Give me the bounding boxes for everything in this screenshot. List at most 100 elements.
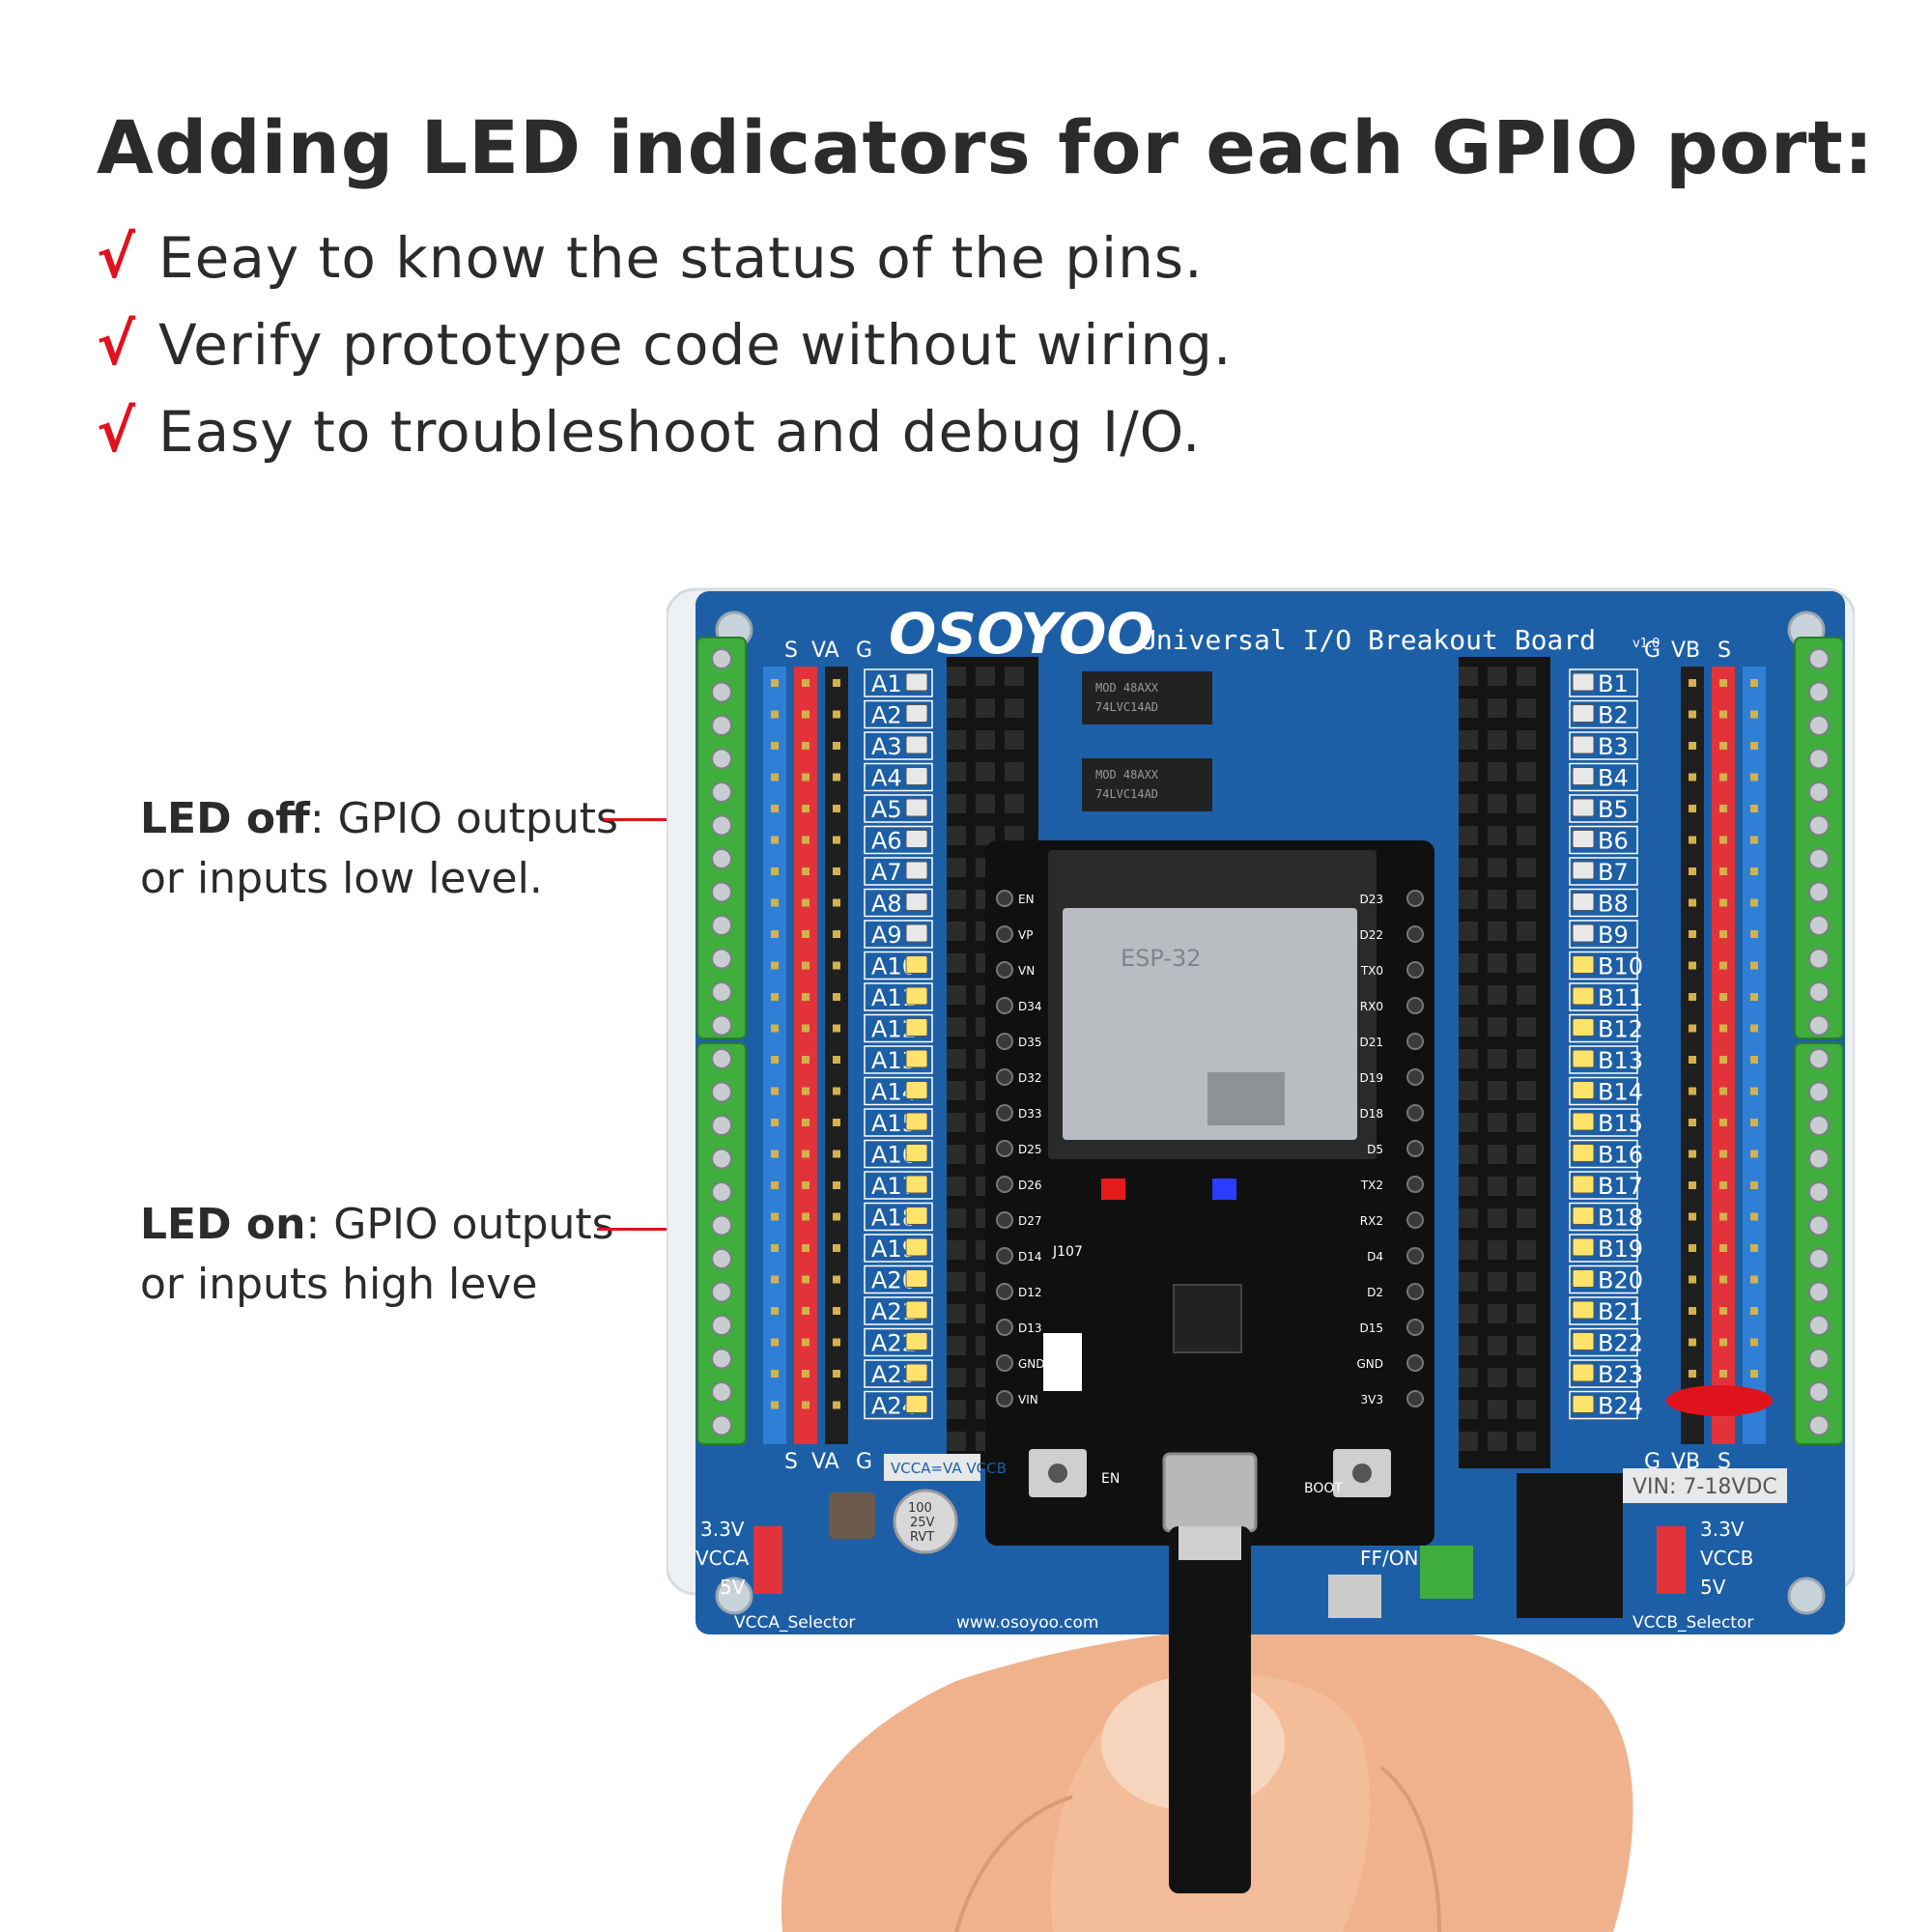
- header-vb-right-signal: [1743, 667, 1766, 1444]
- led-a14: [905, 1081, 928, 1099]
- header-pin: [771, 1024, 779, 1033]
- led-a22: [905, 1332, 928, 1350]
- terminal-screw: [711, 781, 732, 803]
- esp-pin: [996, 1068, 1013, 1086]
- header-pin: [1750, 1087, 1758, 1095]
- header-pin: [1719, 930, 1727, 938]
- header-pin: [1750, 961, 1758, 970]
- pin-label-b14: B14: [1598, 1079, 1643, 1106]
- socket-hole: [976, 794, 995, 813]
- header-pin: [1689, 679, 1696, 687]
- esp-pin: [1406, 925, 1424, 943]
- header-pin: [1689, 805, 1696, 812]
- esp-pin: [996, 1247, 1013, 1264]
- led-a13: [905, 1049, 928, 1068]
- socket-hole: [1459, 1240, 1478, 1260]
- terminal-screw: [1808, 1115, 1830, 1136]
- header-pin: [1750, 836, 1758, 844]
- socket-hole: [947, 1336, 966, 1355]
- regulator: [1043, 1333, 1082, 1391]
- esp-pin: [996, 1140, 1013, 1157]
- pin-label-b8: B8: [1598, 891, 1629, 918]
- socket-hole: [1459, 922, 1478, 941]
- esp-pin-label: D26: [1018, 1179, 1042, 1192]
- header-pin: [771, 773, 779, 781]
- led-a10: [905, 955, 928, 974]
- led-b10: [1572, 955, 1595, 974]
- socket-hole: [1488, 1272, 1507, 1292]
- header-pin: [802, 993, 809, 1001]
- terminal-block-right-bottom: [1794, 1042, 1844, 1445]
- header-pin: [1719, 1212, 1727, 1221]
- socket-hole: [976, 667, 995, 686]
- socket-hole: [1488, 1113, 1507, 1132]
- header-pin: [1689, 710, 1696, 719]
- vcca-selector-label: VCCA_Selector: [734, 1613, 855, 1633]
- terminal-screw: [711, 1315, 732, 1336]
- terminal-screw: [1808, 1081, 1830, 1103]
- esp-pin: [1406, 1104, 1424, 1122]
- pin-label-a2: A2: [871, 702, 902, 729]
- socket-hole: [947, 1081, 966, 1100]
- socket-hole: [947, 1400, 966, 1419]
- terminal-screw: [1808, 915, 1830, 936]
- header-pin: [1750, 898, 1758, 907]
- header-pin: [1750, 1338, 1758, 1347]
- socket-hole: [1459, 1081, 1478, 1100]
- left-footer-s: S: [784, 1450, 798, 1474]
- vcca-label-3v3: 3.3V: [700, 1518, 745, 1541]
- header-pin: [771, 1370, 779, 1378]
- socket-hole: [1488, 1081, 1507, 1100]
- pin-label-b9: B9: [1598, 922, 1629, 949]
- header-pin: [833, 773, 840, 781]
- led-b1: [1572, 672, 1595, 692]
- socket-hole: [1517, 1177, 1536, 1196]
- header-pin: [1719, 1119, 1727, 1126]
- svg-text:74LVC14AD: 74LVC14AD: [1095, 787, 1158, 801]
- usb-c-port: [1162, 1452, 1258, 1533]
- led-b14: [1572, 1081, 1595, 1099]
- vin-label-box: [1623, 1468, 1787, 1503]
- header-pin: [771, 1087, 779, 1095]
- socket-hole: [947, 985, 966, 1005]
- esp-pin: [996, 1283, 1013, 1300]
- socket-hole: [1488, 698, 1507, 718]
- header-pin: [771, 1307, 779, 1315]
- header-pin: [802, 1370, 809, 1378]
- led-a15: [905, 1112, 928, 1131]
- socket-hole: [1459, 1272, 1478, 1292]
- inductor: [829, 1492, 875, 1539]
- socket-hole: [947, 1272, 966, 1292]
- led-a5: [905, 798, 928, 817]
- header-pin: [771, 867, 779, 875]
- socket-hole: [1517, 1081, 1536, 1100]
- header-pin: [771, 961, 779, 970]
- header-pin: [771, 1244, 779, 1252]
- terminal-block-left-top: [696, 637, 747, 1039]
- breakout-board-photo: OSOYOO Universal I/O Breakout Board v1.0…: [667, 587, 1855, 1932]
- header-pin: [1719, 1275, 1727, 1284]
- header-pin: [802, 1307, 809, 1315]
- terminal-screw: [1808, 948, 1830, 970]
- socket-hole: [1488, 1017, 1507, 1037]
- j107-label: J107: [1052, 1244, 1083, 1260]
- esp-pin: [1406, 1140, 1424, 1157]
- esp-pin-label: EN: [1018, 893, 1035, 906]
- terminal-screw: [711, 915, 732, 936]
- header-pin: [1689, 836, 1696, 844]
- header-pin: [1689, 1370, 1696, 1378]
- socket-hole: [1488, 1336, 1507, 1355]
- socket-hole: [947, 794, 966, 813]
- left-pin-column: A1A2A3A4A5A6A7A8A9A10A11A12A13A14A15A16A…: [864, 668, 933, 1420]
- socket-hole: [1517, 1145, 1536, 1164]
- header-pin: [833, 867, 840, 875]
- header-pin: [771, 836, 779, 844]
- socket-hole: [1005, 730, 1024, 750]
- socket-hole: [1517, 762, 1536, 781]
- socket-hole: [976, 762, 995, 781]
- header-pin: [802, 1181, 809, 1189]
- led-b6: [1572, 830, 1595, 848]
- pin-label-a6: A6: [871, 828, 902, 855]
- esp-pin-label: D5: [1367, 1143, 1383, 1156]
- feature-item: √Verify prototype code without wiring.: [97, 311, 1233, 379]
